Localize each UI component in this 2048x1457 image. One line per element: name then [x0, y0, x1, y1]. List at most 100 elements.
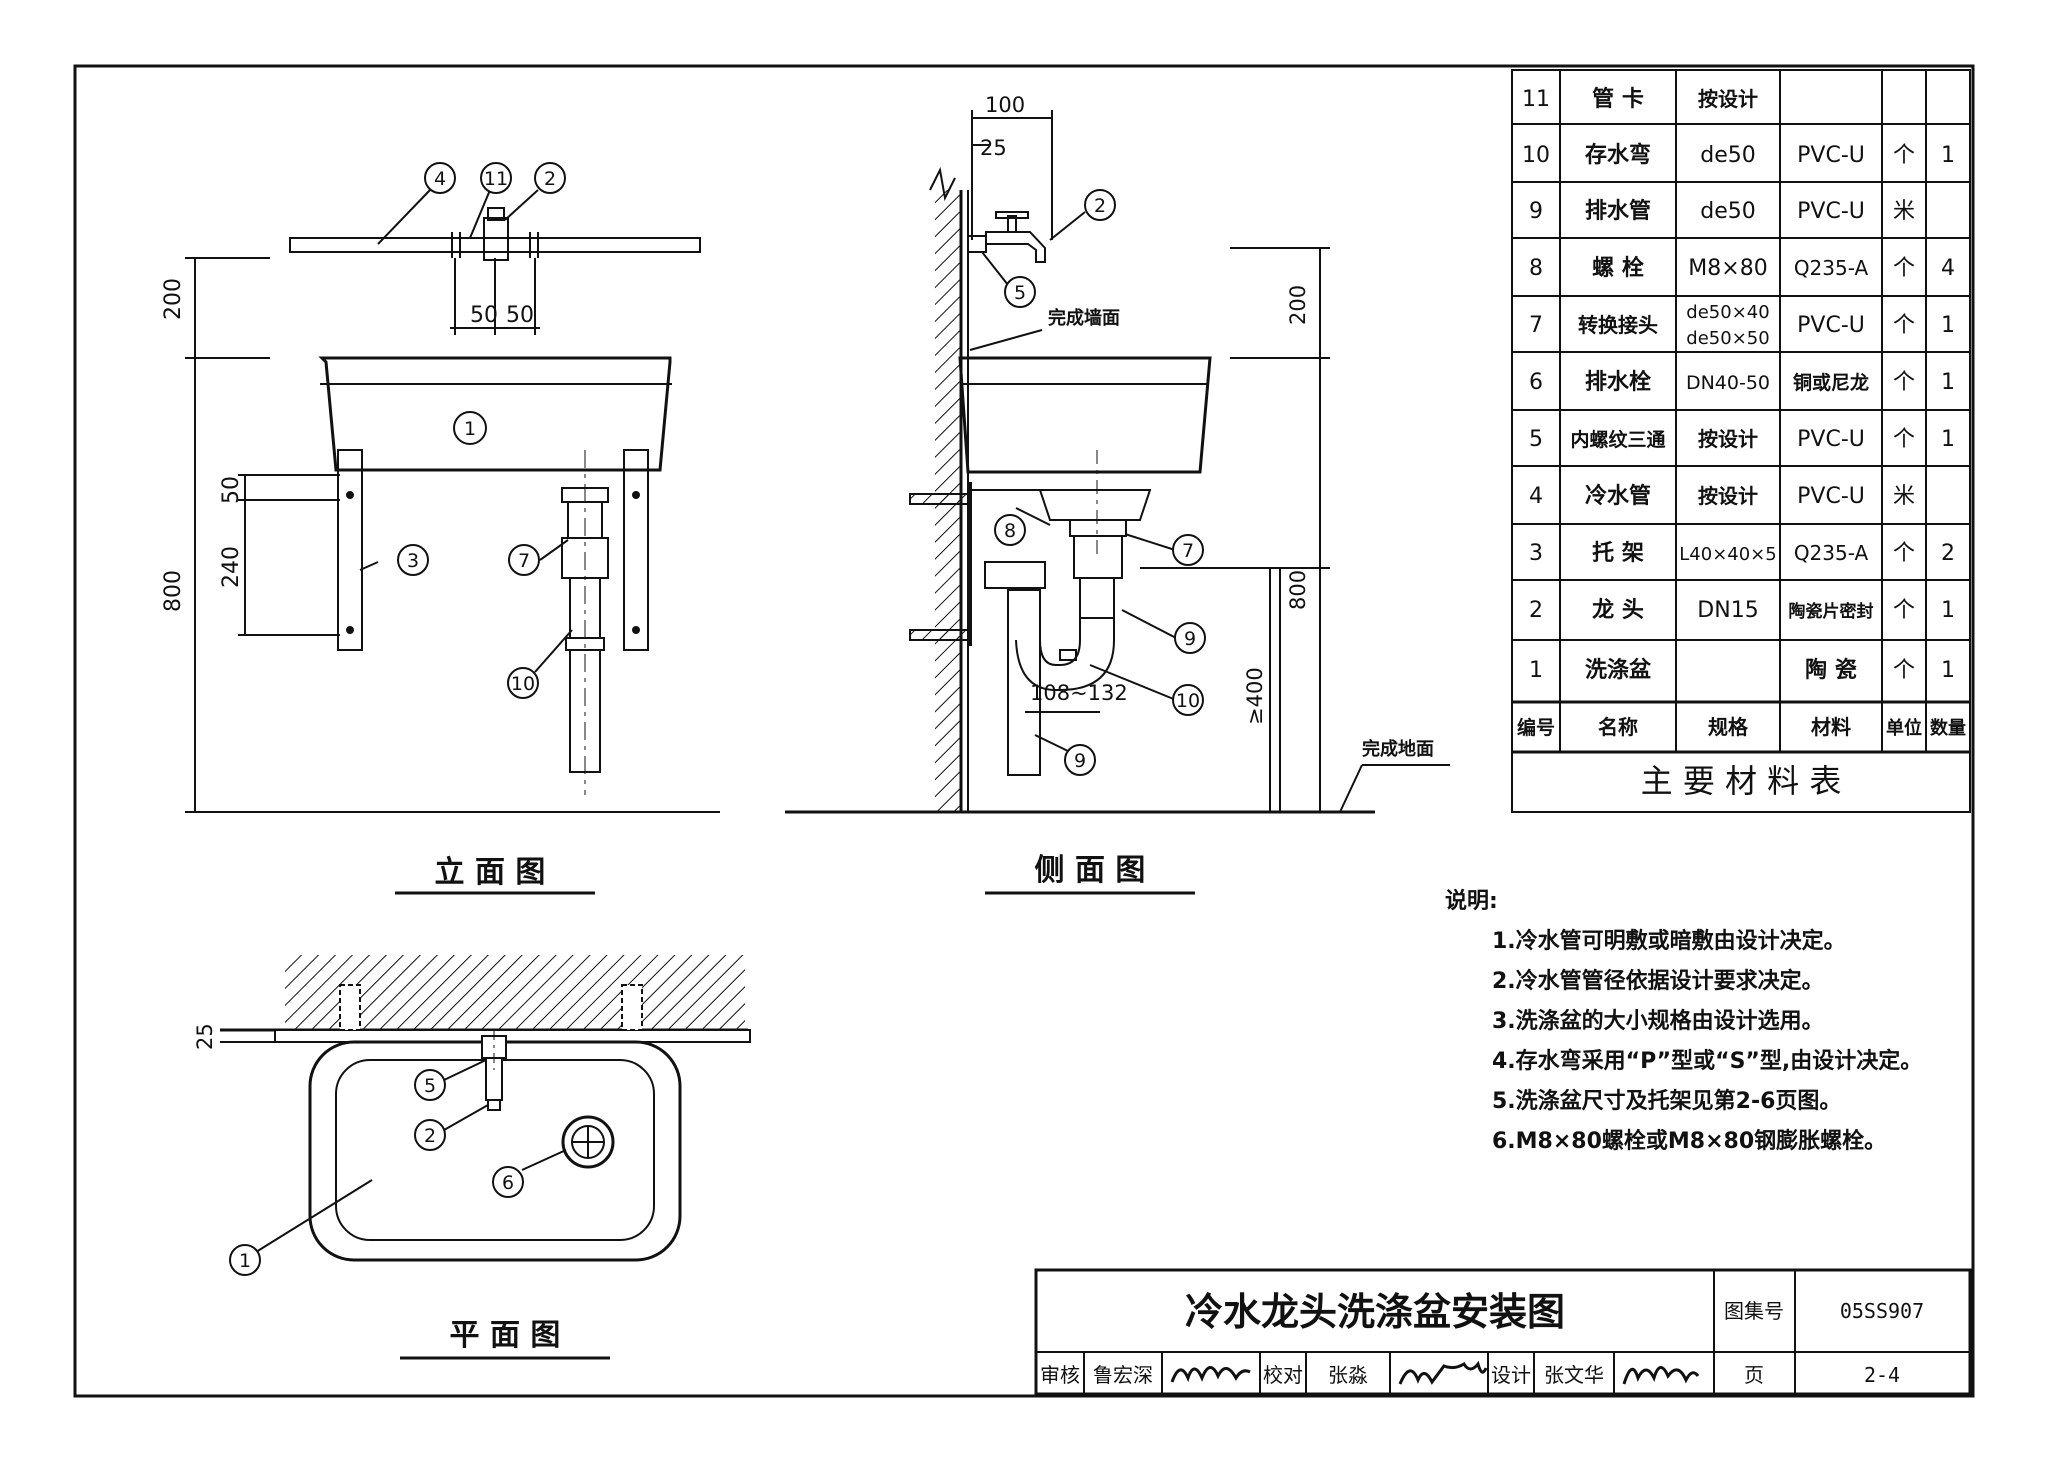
plan-callout-2: 2 — [424, 1125, 436, 1147]
row2-name: 龙 头 — [1592, 598, 1644, 623]
row9-no: 9 — [1529, 199, 1543, 224]
row5-name: 内螺纹三通 — [1570, 428, 1666, 451]
side-callout-9: 9 — [1184, 628, 1196, 650]
row1-qty: 1 — [1941, 658, 1955, 683]
row6-mat: 铜或尼龙 — [1793, 371, 1869, 394]
dim-25: 25 — [980, 136, 1007, 160]
side-callout-labels: 2 5 8 7 9 10 9 — [1004, 195, 1200, 772]
materials-table-title: 主 要 材 料 表 — [1641, 762, 1842, 800]
row2-no: 2 — [1529, 598, 1543, 623]
dim-50-right: 50 — [506, 303, 534, 328]
row3-mat: Q235-A — [1794, 541, 1869, 565]
plan-dim-25: 25 — [193, 1023, 217, 1050]
row11-no: 11 — [1522, 87, 1550, 112]
row1-unit: 个 — [1893, 658, 1915, 683]
row3-unit: 个 — [1893, 541, 1915, 566]
designer-signature — [1622, 1366, 1700, 1385]
side-callout-8: 8 — [1004, 520, 1016, 542]
notes-heading: 说明: — [1445, 888, 1498, 914]
plan-callout-5: 5 — [424, 1075, 436, 1097]
row3-no: 3 — [1529, 541, 1543, 566]
side-callout-2: 2 — [1094, 195, 1106, 217]
row11-spec: 按设计 — [1698, 87, 1758, 111]
plan-callouts — [229, 1069, 524, 1276]
callout-11: 11 — [484, 168, 508, 190]
row4-no: 4 — [1529, 484, 1543, 509]
row8-name: 螺 栓 — [1592, 256, 1644, 281]
dim-108-132: 108~132 — [1030, 681, 1128, 705]
row10-mat: PVC-U — [1797, 143, 1865, 168]
dim-50-left: 50 — [470, 303, 498, 328]
row11-name: 管 卡 — [1592, 86, 1644, 112]
note-1: 1.冷水管可明敷或暗敷由设计决定。 — [1492, 928, 1846, 954]
checker-signature — [1398, 1360, 1488, 1385]
bracket-right — [623, 449, 649, 651]
finished-floor-label: 完成地面 — [1362, 738, 1434, 760]
row2-unit: 个 — [1893, 598, 1915, 623]
callout-7: 7 — [518, 550, 530, 572]
dim-100: 100 — [985, 93, 1025, 117]
plan-callout-1: 1 — [239, 1250, 251, 1272]
dim-50: 50 — [219, 476, 244, 504]
design-label: 设计 — [1491, 1363, 1531, 1387]
row9-spec: de50 — [1700, 199, 1756, 224]
callout-1: 1 — [464, 418, 476, 440]
row1-mat: 陶 瓷 — [1805, 657, 1857, 683]
row4-name: 冷水管 — [1585, 483, 1651, 509]
row3-spec: L40×40×5 — [1679, 544, 1776, 565]
elevation-dimension-labels: 50 50 200 800 50 240 — [161, 278, 534, 612]
plan-title: 平 面 图 — [450, 1318, 561, 1353]
row5-qty: 1 — [1941, 427, 1955, 452]
row7-name: 转换接头 — [1578, 313, 1658, 337]
row10-spec: de50 — [1700, 143, 1756, 168]
row8-spec: M8×80 — [1688, 256, 1767, 281]
row8-unit: 个 — [1893, 256, 1915, 281]
page-label: 页 — [1744, 1363, 1764, 1387]
row1-name: 洗涤盆 — [1585, 657, 1652, 683]
row7-spec-b: de50×50 — [1686, 328, 1769, 349]
designer-name: 张文华 — [1544, 1363, 1604, 1387]
atlas-label: 图集号 — [1724, 1299, 1784, 1323]
signatures — [1170, 1360, 1700, 1385]
checker-name: 张淼 — [1328, 1363, 1368, 1387]
side-dim-800: 800 — [1286, 570, 1310, 610]
hdr-qty: 数量 — [1930, 717, 1966, 739]
row8-no: 8 — [1529, 256, 1543, 281]
plan-wall-hatch — [285, 955, 745, 1030]
row6-unit: 个 — [1893, 370, 1915, 395]
dim-ge-400: ≥400 — [1243, 667, 1267, 725]
title-block-text: 冷水龙头洗涤盆安装图 图集号 05SS907 页 2-4 审核 鲁宏深 校对 张… — [1040, 1290, 1924, 1387]
side-dimension-labels: 100 25 200 800 ≥400 108~132 — [980, 93, 1310, 725]
row5-no: 5 — [1529, 427, 1543, 452]
row2-qty: 1 — [1941, 598, 1955, 623]
side-callout-9b: 9 — [1074, 750, 1086, 772]
row7-mat: PVC-U — [1797, 313, 1865, 338]
hdr-mat: 材料 — [1811, 715, 1851, 739]
row9-name: 排水管 — [1585, 198, 1651, 224]
row7-unit: 个 — [1893, 313, 1915, 338]
row8-qty: 4 — [1941, 256, 1955, 281]
note-5: 5.洗涤盆尺寸及托架见第2-6页图。 — [1492, 1088, 1841, 1114]
notes: 说明: 1.冷水管可明敷或暗敷由设计决定。 2.冷水管管径依据设计要求决定。 3… — [1445, 888, 1922, 1154]
row10-name: 存水弯 — [1585, 142, 1651, 168]
callout-4: 4 — [434, 168, 446, 190]
review-label: 审核 — [1040, 1363, 1080, 1387]
side-callout-5: 5 — [1014, 282, 1026, 304]
row6-qty: 1 — [1941, 370, 1955, 395]
row4-mat: PVC-U — [1797, 484, 1865, 509]
plan-callout-6: 6 — [502, 1172, 514, 1194]
plan-callout-labels: 5 2 6 1 — [239, 1075, 514, 1272]
elevation-view — [185, 189, 720, 813]
side-callouts — [994, 189, 1206, 776]
dim-200: 200 — [161, 278, 186, 320]
callout-10: 10 — [511, 673, 535, 695]
check-label: 校对 — [1263, 1363, 1303, 1387]
basin-side — [958, 356, 1212, 474]
row3-name: 托 架 — [1592, 540, 1644, 566]
side-title: 侧 面 图 — [1035, 853, 1146, 888]
drawing-title: 冷水龙头洗涤盆安装图 — [1185, 1290, 1565, 1334]
row7-spec-a: de50×40 — [1686, 302, 1769, 323]
elevation-callout-labels: 4 11 2 1 3 7 10 — [407, 168, 556, 695]
row6-no: 6 — [1529, 370, 1543, 395]
cold-water-pipe — [289, 237, 701, 253]
